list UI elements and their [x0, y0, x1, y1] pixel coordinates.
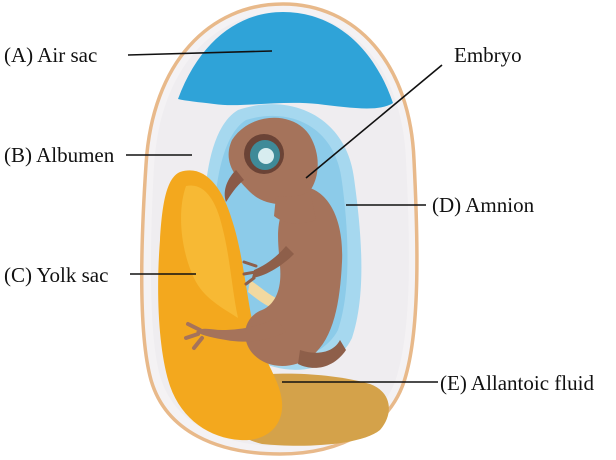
embryo-pupil — [258, 148, 274, 164]
label-albumen: (B) Albumen — [4, 143, 115, 167]
label-allantoic-fluid: (E) Allantoic fluid — [440, 371, 594, 395]
label-embryo: Embryo — [454, 43, 522, 67]
label-air-sac: (A) Air sac — [4, 43, 97, 67]
label-amnion: (D) Amnion — [432, 193, 535, 217]
label-yolk-sac: (C) Yolk sac — [4, 263, 108, 287]
